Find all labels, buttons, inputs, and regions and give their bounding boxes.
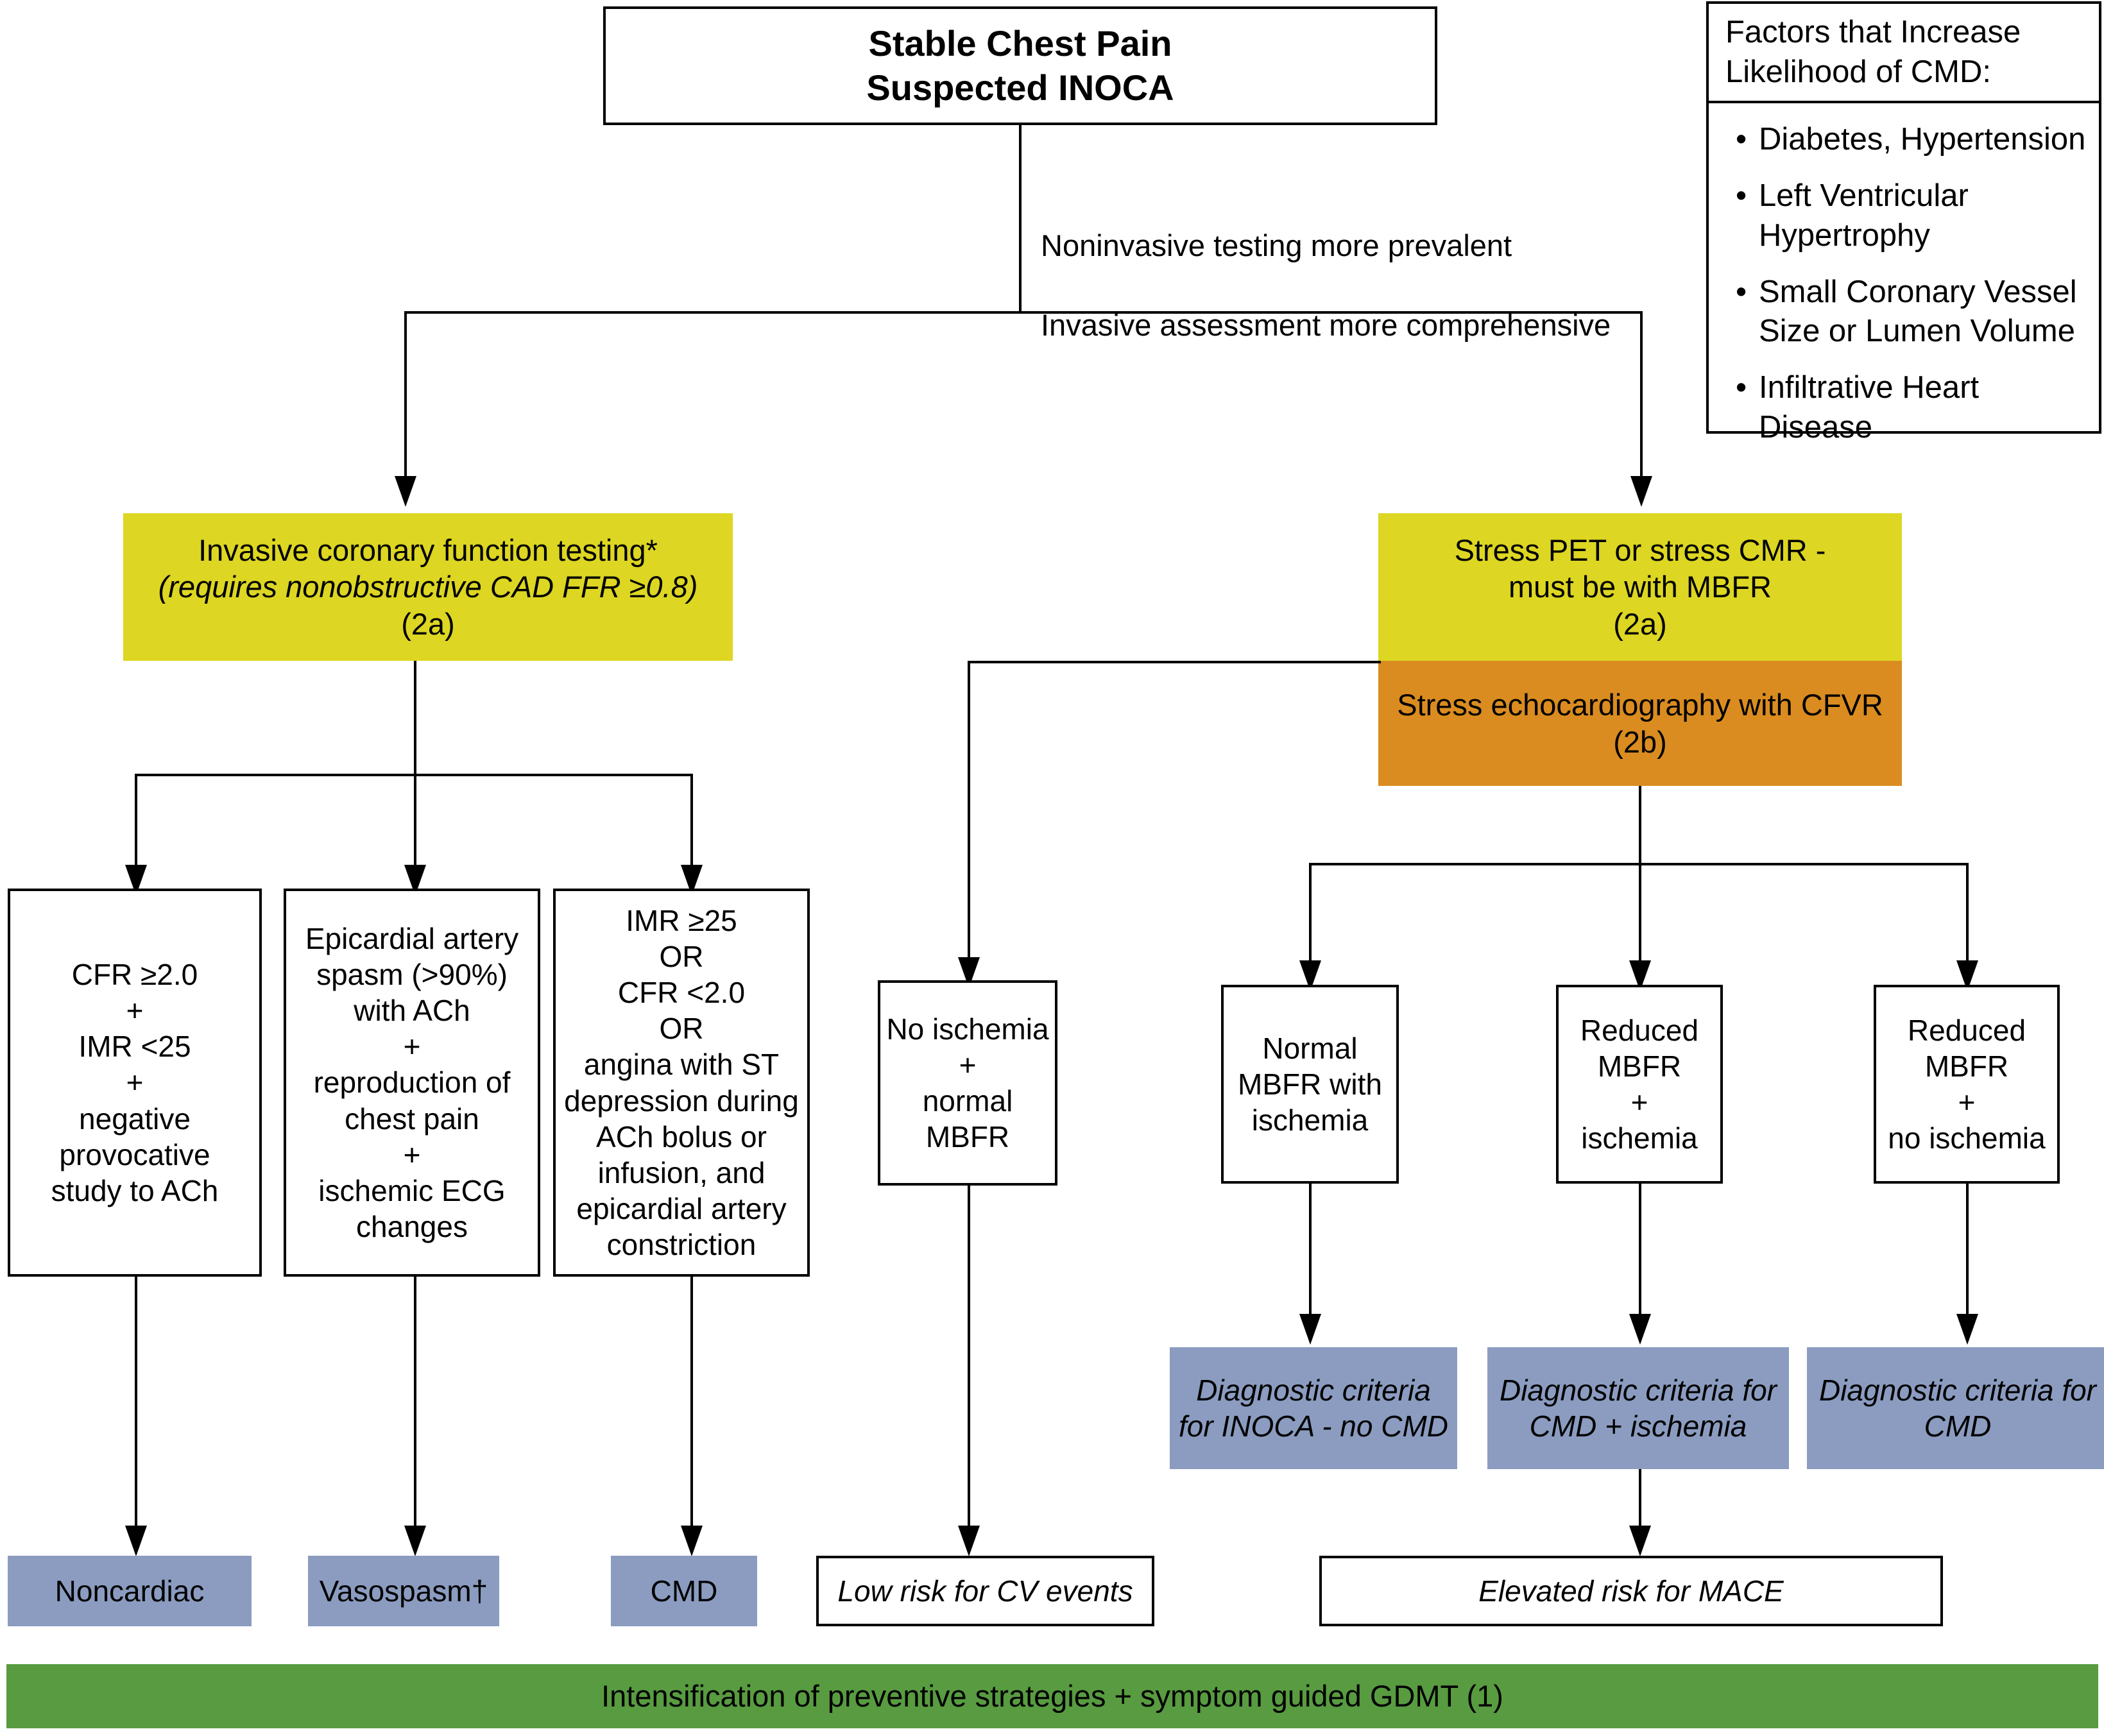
factors-item-label: Left Ventricular Hypertrophy bbox=[1759, 178, 1969, 253]
factors-item-label: Small Coronary Vessel Size or Lumen Volu… bbox=[1759, 274, 2077, 349]
connector-cfr-to-noncardiac bbox=[135, 1277, 137, 1533]
node-outcome-elevated-risk: Elevated risk for MACE bbox=[1319, 1556, 1943, 1626]
connector-noischemia-bar bbox=[968, 661, 1381, 663]
node-cfr-normal: CFR ≥2.0 + IMR <25 + negative provocativ… bbox=[8, 889, 262, 1277]
connector-invasive-left bbox=[135, 774, 137, 873]
connector-echo-left bbox=[1309, 863, 1312, 969]
stress-pet-line-3: (2a) bbox=[1613, 606, 1667, 641]
branch-note-line-1: Noninvasive testing more prevalent bbox=[1041, 228, 1512, 263]
arrowhead-vasospasm bbox=[404, 1526, 426, 1556]
connector-noischemia-drop bbox=[968, 661, 970, 966]
connector-invasive-trunk bbox=[414, 661, 416, 776]
connector-reduced-mbfr-isch-to-criteria bbox=[1639, 1184, 1641, 1322]
factors-item: • Left Ventricular Hypertrophy bbox=[1736, 176, 2087, 255]
node-epicardial-spasm: Epicardial artery spasm (>90%) with ACh … bbox=[284, 889, 540, 1277]
factors-list: • Diabetes, Hypertension • Left Ventricu… bbox=[1709, 103, 2099, 464]
node-reduced-mbfr-no-ischemia: Reduced MBFR + no ischemia bbox=[1874, 985, 2060, 1184]
node-outcome-low-risk: Low risk for CV events bbox=[816, 1556, 1154, 1626]
node-criteria-cmd: Diagnostic criteria for CMD bbox=[1807, 1347, 2104, 1469]
stress-pet-line-1: Stress PET or stress CMR - bbox=[1454, 533, 1826, 567]
branch-note: Noninvasive testing more prevalent Invas… bbox=[1041, 186, 1611, 385]
factors-heading: Factors that Increase Likelihood of CMD: bbox=[1709, 4, 2099, 104]
bullet-icon: • bbox=[1736, 370, 1747, 405]
arrowhead-to-invasive bbox=[395, 476, 416, 507]
connector-invasive-mid bbox=[414, 774, 416, 873]
stress-pet-line-2: must be with MBFR bbox=[1508, 570, 1772, 604]
invasive-line-2: (requires nonobstructive CAD FFR ≥0.8) bbox=[158, 570, 698, 604]
node-stress-pet-cmr: Stress PET or stress CMR - must be with … bbox=[1378, 513, 1902, 661]
node-reduced-mbfr-ischemia: Reduced MBFR + ischemia bbox=[1556, 985, 1723, 1184]
arrowhead-criteria-cmd-ischemia bbox=[1629, 1314, 1651, 1345]
invasive-line-3: (2a) bbox=[401, 606, 455, 641]
connector-echo-mid bbox=[1639, 863, 1641, 969]
node-no-ischemia: No ischemia + normal MBFR bbox=[878, 980, 1057, 1186]
connector-to-stress-pet bbox=[1640, 311, 1643, 484]
node-normal-mbfr-with-ischemia: Normal MBFR with ischemia bbox=[1221, 985, 1399, 1184]
bullet-icon: • bbox=[1736, 122, 1747, 157]
node-stable-chest-pain: Stable Chest Pain Suspected INOCA bbox=[603, 6, 1437, 125]
connector-criteria-to-elevatedrisk bbox=[1639, 1469, 1641, 1533]
connector-echo-right bbox=[1966, 863, 1969, 969]
branch-note-line-2: Invasive assessment more comprehensive bbox=[1041, 308, 1611, 343]
bullet-icon: • bbox=[1736, 178, 1747, 214]
bullet-icon: • bbox=[1736, 274, 1747, 309]
node-criteria-inoca-no-cmd: Diagnostic criteria for INOCA - no CMD bbox=[1170, 1347, 1457, 1469]
arrowhead-cmd bbox=[681, 1526, 703, 1556]
title-line-1: Stable Chest Pain bbox=[868, 23, 1172, 64]
connector-imr-to-cmd bbox=[690, 1277, 693, 1533]
title-line-2: Suspected INOCA bbox=[866, 67, 1174, 108]
node-criteria-cmd-ischemia: Diagnostic criteria for CMD + ischemia bbox=[1487, 1347, 1789, 1469]
arrowhead-criteria-inoca bbox=[1299, 1314, 1321, 1345]
stress-echo-line-2: (2b) bbox=[1613, 724, 1667, 759]
node-imr-abnormal: IMR ≥25 OR CFR <2.0 OR angina with ST de… bbox=[553, 889, 810, 1277]
connector-normal-mbfr-to-criteria bbox=[1309, 1184, 1312, 1322]
node-outcome-vasospasm: Vasospasm† bbox=[308, 1556, 499, 1626]
factors-item: • Diabetes, Hypertension bbox=[1736, 120, 2087, 160]
node-footer-gdmt: Intensification of preventive strategies… bbox=[6, 1664, 2098, 1728]
connector-split-bar bbox=[404, 311, 1643, 314]
factors-item: • Small Coronary Vessel Size or Lumen Vo… bbox=[1736, 273, 2087, 352]
connector-spasm-to-vasospasm bbox=[414, 1277, 416, 1533]
factors-item-label: Diabetes, Hypertension bbox=[1759, 122, 2086, 157]
arrowhead-noncardiac bbox=[125, 1526, 147, 1556]
arrowhead-to-stress-pet bbox=[1630, 476, 1652, 507]
arrowhead-lowrisk bbox=[958, 1526, 980, 1556]
arrowhead-elevatedrisk bbox=[1629, 1526, 1651, 1556]
node-outcome-cmd: CMD bbox=[611, 1556, 757, 1626]
arrowhead-criteria-cmd bbox=[1956, 1314, 1978, 1345]
connector-title-trunk bbox=[1019, 125, 1022, 311]
invasive-line-1: Invasive coronary function testing* bbox=[198, 533, 658, 567]
factors-item: • Infiltrative Heart Disease bbox=[1736, 368, 2087, 447]
node-invasive-coronary-function-testing: Invasive coronary function testing* (req… bbox=[123, 513, 733, 661]
connector-noischemia-to-lowrisk bbox=[968, 1186, 970, 1533]
node-outcome-noncardiac: Noncardiac bbox=[8, 1556, 252, 1626]
node-stress-echocardiography-cfvr: Stress echocardiography with CFVR (2b) bbox=[1378, 661, 1902, 786]
factors-panel: Factors that Increase Likelihood of CMD:… bbox=[1706, 1, 2101, 445]
stress-echo-line-1: Stress echocardiography with CFVR bbox=[1397, 688, 1883, 722]
connector-to-invasive bbox=[404, 311, 407, 484]
connector-reduced-mbfr-noisch-to-criteria bbox=[1966, 1184, 1969, 1322]
connector-invasive-right bbox=[690, 774, 693, 873]
factors-item-label: Infiltrative Heart Disease bbox=[1759, 370, 1980, 445]
